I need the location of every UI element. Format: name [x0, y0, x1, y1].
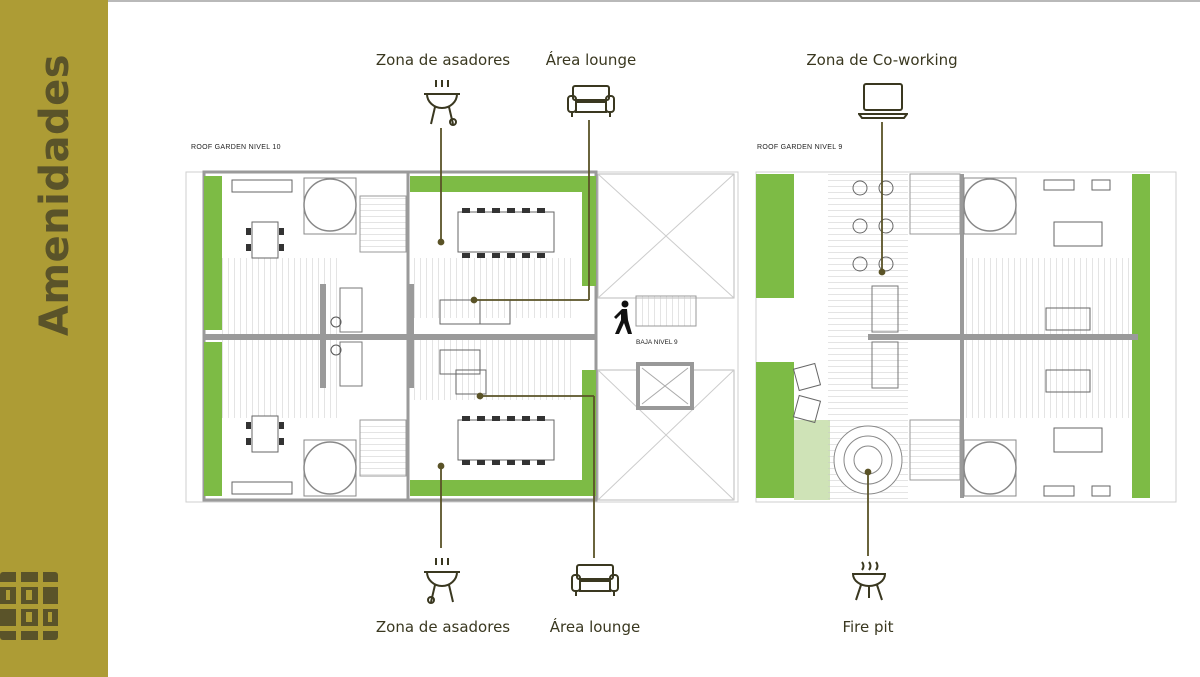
- sofa-icon: [567, 85, 615, 117]
- walking-person-icon: [614, 300, 632, 334]
- plan-label-nivel-10: ROOF GARDEN NIVEL 10: [191, 144, 281, 151]
- stair-note: BAJA NIVEL 9: [636, 339, 678, 346]
- top-divider: [0, 0, 1200, 2]
- label-area-lounge-bottom: Área lounge: [549, 618, 641, 636]
- label-fire-pit: Fire pit: [842, 618, 894, 636]
- laptop-icon: [858, 83, 908, 119]
- grill-icon: [424, 80, 460, 126]
- plan-label-nivel-9: ROOF GARDEN NIVEL 9: [757, 144, 843, 151]
- label-zona-asadores-top: Zona de asadores: [375, 51, 511, 69]
- grill-icon: [424, 558, 460, 604]
- sidebar: Amenidades: [0, 0, 108, 677]
- sofa-icon: [571, 564, 619, 596]
- fire-pit-icon: [851, 561, 887, 601]
- label-area-lounge-top: Área lounge: [545, 51, 637, 69]
- label-coworking: Zona de Co-working: [806, 51, 958, 69]
- plan-nivel-10: [185, 170, 739, 503]
- plan-nivel-9: [755, 171, 1177, 503]
- brand-logo: [0, 572, 58, 640]
- label-zona-asadores-bottom: Zona de asadores: [375, 618, 511, 636]
